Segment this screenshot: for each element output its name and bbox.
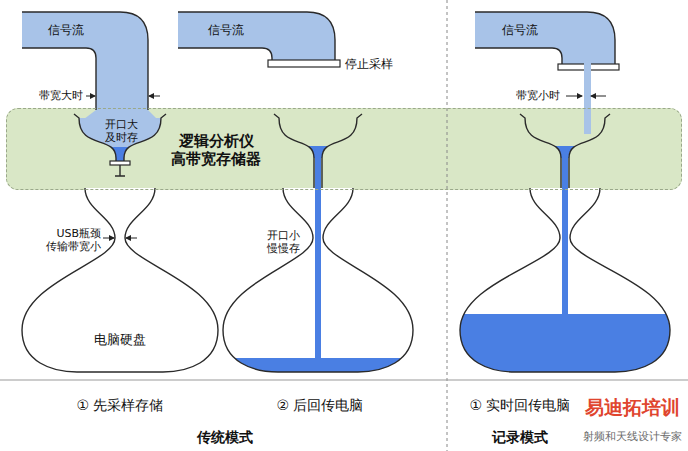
watermark: 易迪拓培训 [585,396,680,419]
usb-flask [22,188,218,372]
node-text: 信号流 [48,23,84,37]
narrow-signal [584,62,591,134]
valve-stem [115,165,125,176]
funnel-wall [520,114,610,188]
node-text: 信号流 [208,23,244,37]
pipe-fill [178,12,335,60]
separator-line [447,0,448,451]
pipe-wall [178,12,335,60]
width-arrow [591,96,606,97]
disk-flask: 电脑硬盘 [92,330,148,350]
mode-caption: 记录模式 [492,429,548,446]
node-text: 信号流 [502,23,538,37]
step-caption: ① 先采样存储 [76,397,163,414]
width-arrow [103,238,114,239]
step-caption: ① 实时回传电脑 [469,397,570,414]
storage-band: 逻辑分析仪 高带宽存储器 开口大 及时存 [6,108,682,190]
node-text: 逻辑分析仪 高带宽存储器 [171,132,261,168]
bandwidth-note: 带宽大时 [39,89,83,102]
band-ground [6,108,682,190]
step-caption: ② 后回传电脑 [276,397,363,414]
pipe-wall [178,48,272,60]
leader-group [86,96,606,238]
pipe-wall [475,12,615,64]
flask-water [458,314,672,380]
node-text: 开口大 及时存 [105,118,138,144]
funnel-wall [74,114,166,161]
pipe-label-box: 信号流 [206,21,246,39]
pipe-fill [22,12,148,110]
watermark-sub: 射频和天线设计专家 [583,430,682,443]
neck-water [116,150,124,161]
bottleneck-note: USB瓶颈 传输带宽小 [46,227,101,253]
illustration-group [22,12,672,380]
pipe-wall [22,48,96,110]
pipe-wall [22,12,148,110]
pipe-wall [475,48,562,64]
usb-flask [223,188,413,372]
pipe-label-box: 信号流 [46,21,86,39]
stop-note: 停止采样 [345,57,393,71]
flask-ground [22,188,218,372]
funnel-box: 开口大 及时存 [103,116,140,146]
width-arrow [149,96,160,97]
bandwidth-note: 带宽小时 [516,89,560,102]
slow-store-note: 开口小 慢慢存 [267,229,300,255]
node-text: 电脑硬盘 [94,332,146,348]
mode-caption: 传统模式 [197,429,253,446]
base-line [0,380,688,381]
pipe-fill [475,12,615,64]
usb-flask [460,188,670,372]
transfer-stream [562,146,568,316]
transfer-stream [315,146,321,362]
width-arrow [126,238,137,239]
funnel-water [74,147,166,160]
pipe-label-box: 信号流 [500,21,540,39]
funnel-wall [274,114,362,188]
stop-cap [268,60,340,67]
width-arrow [566,96,582,97]
width-arrow [86,96,95,97]
closed-valve [110,161,130,165]
